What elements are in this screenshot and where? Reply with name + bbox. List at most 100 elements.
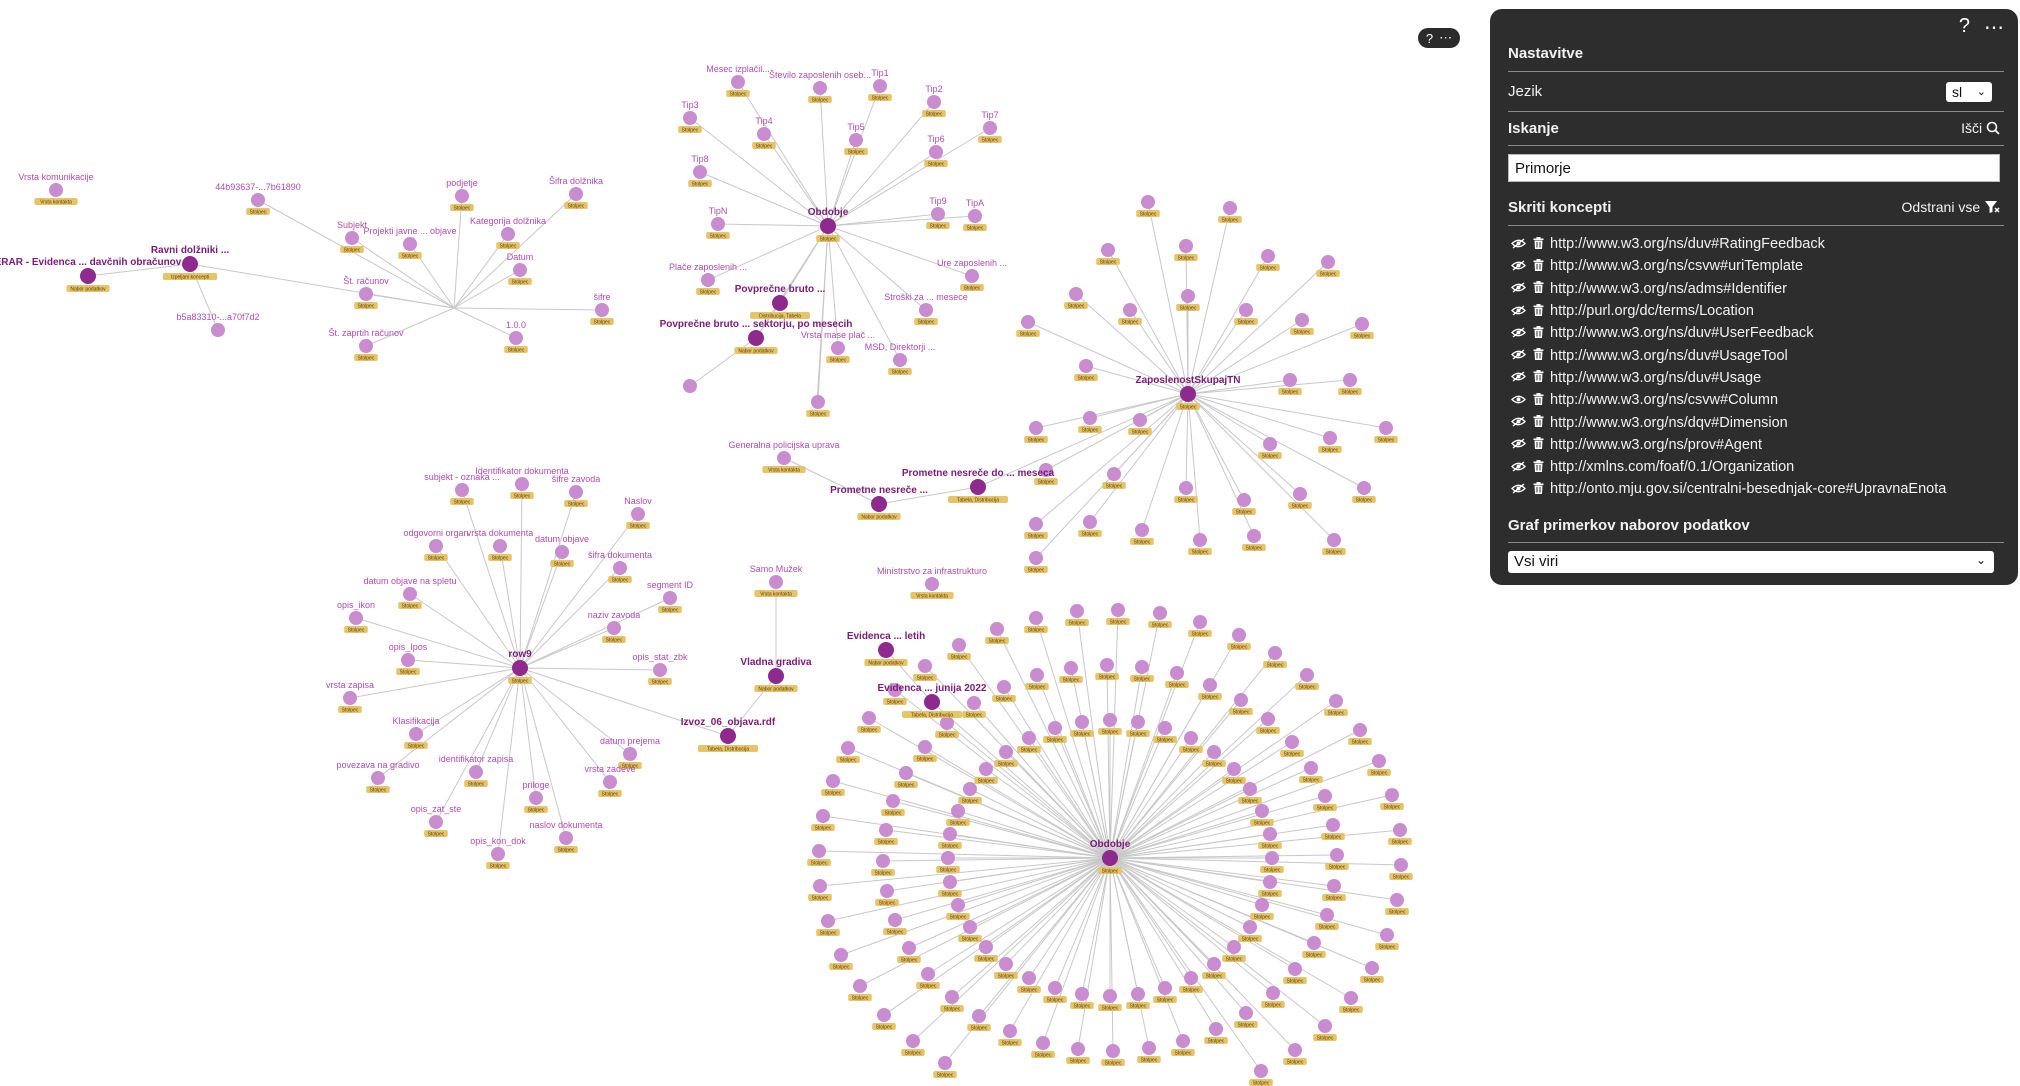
graph-leaf-node[interactable]: Stolpec <box>936 851 960 874</box>
graph-leaf-node[interactable]: Stolpec <box>1043 721 1067 744</box>
graph-hub-node[interactable]: Povprečne bruto ...Distribucija, Tabela <box>735 284 826 320</box>
graph-leaf-node[interactable]: Stolpec <box>1250 898 1274 921</box>
node-circle[interactable] <box>569 485 583 499</box>
graph-leaf-node[interactable]: Stolpec <box>1315 908 1339 931</box>
node-circle[interactable] <box>1107 467 1121 481</box>
graph-leaf-node[interactable]: Stolpec <box>875 884 899 907</box>
node-circle[interactable] <box>1083 411 1097 425</box>
language-select[interactable]: sl⌄ <box>1946 82 1992 102</box>
hidden-concept-row[interactable]: http://xmlns.com/foaf/0.1/Organization <box>1510 456 1946 478</box>
hidden-concept-row[interactable]: http://www.w3.org/ns/csvw#uriTemplate <box>1510 255 1946 277</box>
graph-leaf-node[interactable]: Stolpec <box>916 967 940 990</box>
graph-leaf-node[interactable]: Stolpec <box>1249 1064 1273 1086</box>
graph-leaf-node[interactable]: Stolpec <box>1250 804 1274 827</box>
eye-off-icon[interactable] <box>1510 437 1526 452</box>
node-circle[interactable] <box>1307 936 1321 950</box>
graph-leaf-node[interactable]: Stolpec <box>1348 723 1372 746</box>
node-circle[interactable] <box>251 193 265 207</box>
graph-leaf-node[interactable]: Stolpec <box>1179 731 1203 754</box>
node-circle[interactable] <box>1141 195 1155 209</box>
node-circle[interactable] <box>886 794 900 808</box>
graph-leaf-node[interactable]: MSD, Direktorji ...Stolpec <box>865 342 936 376</box>
node-circle[interactable] <box>1321 255 1335 269</box>
node-circle[interactable] <box>834 948 848 962</box>
graph-leaf-node[interactable]: Stolpec <box>1106 603 1130 626</box>
graph-leaf-node[interactable]: Stolpec <box>1278 373 1302 396</box>
help-icon[interactable]: ? <box>1425 30 1434 46</box>
node-circle[interactable] <box>1153 606 1167 620</box>
node-circle[interactable] <box>1353 723 1367 737</box>
node-circle[interactable] <box>1029 611 1043 625</box>
node-circle[interactable] <box>1158 721 1172 735</box>
graph-leaf-node[interactable]: Stolpec <box>1034 463 1058 486</box>
graph-leaf-node[interactable]: Stolpec <box>1137 1041 1161 1064</box>
graph-leaf-node[interactable]: Stolpec <box>1130 660 1154 683</box>
node-circle[interactable] <box>720 728 736 744</box>
node-circle[interactable] <box>1075 715 1089 729</box>
hidden-concept-row[interactable]: http://www.w3.org/ns/duv#UserFeedback <box>1510 322 1946 344</box>
node-circle[interactable] <box>888 683 902 697</box>
node-circle[interactable] <box>918 740 932 754</box>
graph-leaf-node[interactable]: Stolpec <box>994 745 1018 768</box>
node-circle[interactable] <box>683 111 697 125</box>
graph-leaf-node[interactable]: Stolpec <box>913 740 937 763</box>
graph-leaf-node[interactable]: Stolpec <box>1350 317 1374 340</box>
node-circle[interactable] <box>455 483 469 497</box>
node-circle[interactable] <box>877 1008 891 1022</box>
graph-leaf-node[interactable]: Stolpec <box>848 979 872 1002</box>
node-circle[interactable] <box>1102 850 1118 866</box>
node-circle[interactable] <box>1329 694 1343 708</box>
node-circle[interactable] <box>1323 431 1337 445</box>
node-circle[interactable] <box>1184 971 1198 985</box>
node-circle[interactable] <box>811 395 825 409</box>
eye-off-icon[interactable] <box>1510 237 1526 252</box>
node-circle[interactable] <box>1075 987 1089 1001</box>
graph-leaf-node[interactable]: Stolpec <box>1024 611 1048 634</box>
node-circle[interactable] <box>493 539 507 553</box>
hidden-concept-row[interactable]: http://www.w3.org/ns/csvw#Column <box>1510 389 1946 411</box>
graph-leaf-node[interactable]: Stolpec <box>958 920 982 943</box>
graph-leaf-node[interactable]: Stolpec <box>1222 762 1246 785</box>
graph-leaf-node[interactable]: Stolpec <box>1388 823 1412 846</box>
node-circle[interactable] <box>1263 875 1277 889</box>
node-circle[interactable] <box>1320 908 1334 922</box>
node-circle[interactable] <box>1103 713 1117 727</box>
graph-leaf-node[interactable]: Stolpec <box>1024 421 1048 444</box>
more-icon[interactable]: ⋯ <box>1984 17 2004 39</box>
graph-leaf-node[interactable]: Stolpec <box>1318 431 1342 454</box>
node-circle[interactable] <box>1029 551 1043 565</box>
node-circle[interactable] <box>1288 962 1302 976</box>
node-circle[interactable] <box>821 914 835 928</box>
node-circle[interactable] <box>683 379 697 393</box>
node-circle[interactable] <box>1239 303 1253 317</box>
graph-leaf-node[interactable]: Stolpec <box>1238 920 1262 943</box>
node-circle[interactable] <box>1365 961 1379 975</box>
graph-leaf-node[interactable]: Stolpec <box>974 762 998 785</box>
graph-leaf-node[interactable]: Stolpec <box>1256 712 1280 735</box>
graph-leaf-node[interactable]: Stolpec <box>1017 731 1041 754</box>
node-circle[interactable] <box>1285 735 1299 749</box>
node-circle[interactable] <box>1268 646 1282 660</box>
node-circle[interactable] <box>501 227 515 241</box>
node-circle[interactable] <box>831 341 845 355</box>
node-circle[interactable] <box>607 621 621 635</box>
trash-icon[interactable] <box>1530 258 1546 274</box>
node-circle[interactable] <box>1394 858 1408 872</box>
node-circle[interactable] <box>359 339 373 353</box>
graph-leaf-node[interactable]: Stolpec <box>947 638 971 661</box>
node-circle[interactable] <box>1070 604 1084 618</box>
